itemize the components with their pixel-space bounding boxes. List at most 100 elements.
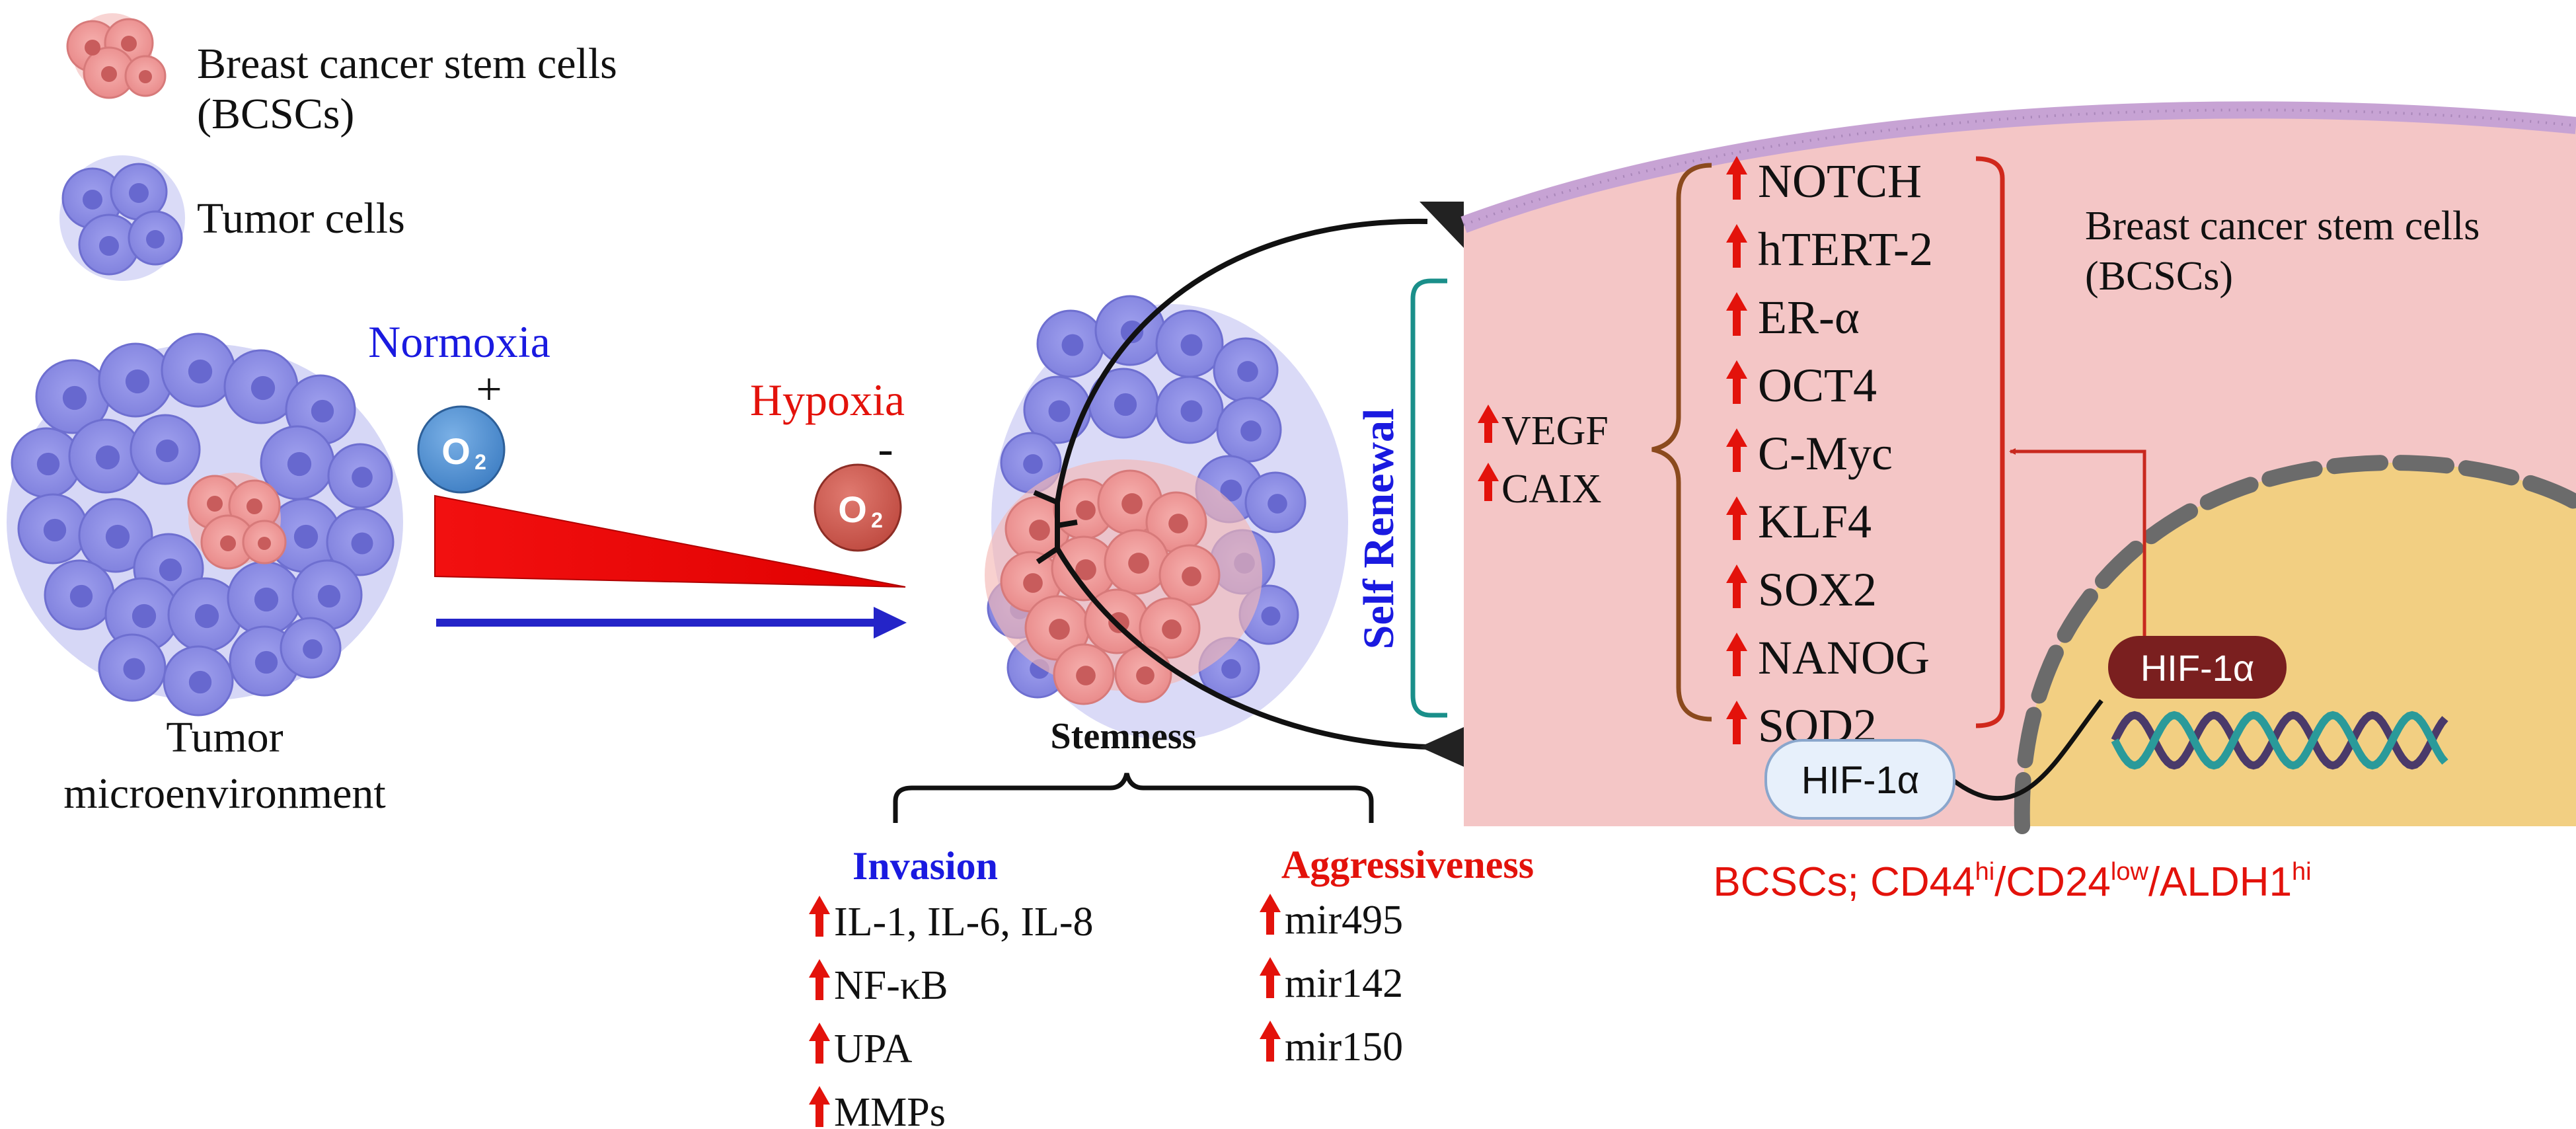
tumor-cell: [161, 332, 236, 408]
connector-head-bottom: [1420, 727, 1464, 767]
tumor-microenvironment-cluster: [7, 332, 403, 717]
up-arrow-icon: [1726, 701, 1747, 744]
stem-cell: [1104, 529, 1170, 595]
target-genes-brace: [1651, 163, 1712, 722]
aggressiveness-item: mir142: [1260, 957, 1403, 1006]
up-arrow-icon: [809, 959, 830, 1000]
legend-bcsc-abbrev: (BCSCs): [197, 90, 354, 138]
hif1a-nucleus-pill: HIF-1α: [2108, 636, 2287, 699]
tumor-cell: [1023, 375, 1092, 444]
tumor-cell: [1216, 397, 1282, 463]
up-arrow-icon: [1260, 894, 1281, 935]
gene-item: ER-α: [1726, 291, 1860, 344]
svg-text:C-Myc: C-Myc: [1758, 427, 1893, 480]
tumor-cell: [35, 359, 110, 434]
tumor-cell-cluster-icon: [59, 155, 185, 281]
svg-text:O: O: [441, 430, 471, 472]
o2-hypoxia-icon: O 2: [814, 463, 902, 552]
legend: Breast cancer stem cells (BCSCs) Tumor c…: [59, 13, 617, 281]
up-arrow-icon: [1726, 428, 1747, 472]
svg-text:NF-κB: NF-κB: [834, 963, 948, 1008]
svg-text:mir150: mir150: [1285, 1025, 1403, 1070]
stem-cell: [1158, 544, 1221, 606]
tumor-cell: [68, 418, 143, 494]
tumor-cell: [44, 559, 115, 631]
svg-text:UPA: UPA: [834, 1027, 913, 1071]
svg-text:HIF-1α: HIF-1α: [1801, 759, 1920, 802]
progression-arrow: [436, 607, 907, 639]
stem-cell: [1024, 595, 1090, 661]
tumor-cell: [78, 498, 153, 573]
gene-item: hTERT-2: [1726, 223, 1933, 276]
self-renewal-bracket: [1410, 278, 1447, 718]
hif-activation-arrow: [2009, 448, 2146, 641]
normoxia-plus-sign: +: [476, 364, 502, 415]
tumor-cell: [1155, 375, 1224, 444]
svg-text:NOTCH: NOTCH: [1758, 155, 1922, 208]
tumor-cell: [98, 633, 167, 702]
up-arrow-icon: [1726, 360, 1747, 404]
tumor-cell: [163, 645, 234, 717]
tumor-cell: [130, 414, 201, 485]
svg-text:mir495: mir495: [1285, 898, 1403, 943]
bcsc-markers-label: BCSCs; CD44hi/CD24low/ALDH1hi: [1713, 858, 2311, 905]
stem-cell: [1051, 535, 1117, 602]
tumor-cell: [280, 617, 342, 679]
hypoxia-label: Hypoxia: [750, 375, 905, 425]
up-arrow-icon: [809, 896, 830, 937]
up-arrow-icon: [1478, 463, 1499, 501]
invasion-item: NF-κB: [809, 959, 948, 1008]
svg-text:O: O: [838, 488, 867, 530]
oxygen-gradient-wedge: [434, 494, 906, 588]
gene-item: OCT4: [1726, 359, 1877, 412]
svg-text:NANOG: NANOG: [1758, 631, 1930, 684]
tumor-cell: [1036, 309, 1105, 378]
normoxia-label: Normoxia: [368, 317, 550, 367]
svg-text:HIF-1α: HIF-1α: [2140, 647, 2254, 689]
invasion-list: IL-1, IL-6, IL-8NF-κB UPA MMPs: [809, 896, 1094, 1129]
svg-text:MMPs: MMPs: [834, 1090, 946, 1129]
stemness-brace: [893, 773, 1374, 823]
cell-title-line2: (BCSCs): [2085, 254, 2233, 299]
svg-text:OCT4: OCT4: [1758, 359, 1877, 412]
up-arrow-icon: [1726, 156, 1747, 200]
tumor-cell: [1155, 309, 1224, 378]
hif1a-cytoplasm-pill: HIF-1α: [1764, 739, 1955, 820]
target-genes-list: NOTCHhTERT-2ER-αOCT4C-MycKLF4SOX2NANOGSO…: [1726, 155, 1933, 752]
gene-item: SOX2: [1726, 563, 1877, 616]
svg-text:CAIX: CAIX: [1501, 467, 1602, 512]
svg-text:2: 2: [474, 450, 486, 474]
aggressiveness-title: Aggressiveness: [1281, 843, 1534, 886]
aggressiveness-item: mir150: [1260, 1021, 1403, 1070]
invasion-title: Invasion: [852, 844, 998, 888]
aggressiveness-list: mir495 mir142 mir150: [1260, 894, 1403, 1070]
gene-item: C-Myc: [1726, 427, 1893, 480]
cell-title-line1: Breast cancer stem cells: [2085, 204, 2480, 249]
stem-cell: [1114, 645, 1172, 703]
svg-text:ER-α: ER-α: [1758, 291, 1860, 344]
aggressiveness-item: mir495: [1260, 894, 1403, 943]
tumor-cell: [1244, 471, 1307, 533]
invasion-item: UPA: [809, 1023, 913, 1071]
o2-normoxia-icon: O 2: [417, 405, 506, 494]
stemness-connector: [1033, 218, 1428, 750]
legend-bcsc-label: Breast cancer stem cells: [197, 40, 617, 88]
stem-cell: [1145, 491, 1207, 553]
tumor-cell: [227, 561, 302, 636]
tumor-cell: [326, 508, 395, 576]
hif1a-translocation-line: [1951, 699, 2103, 801]
hypoxia-minus-sign: -: [878, 424, 893, 475]
svg-text:mir142: mir142: [1285, 961, 1403, 1006]
invasion-item: MMPs: [809, 1086, 946, 1129]
tumor-cell: [327, 443, 393, 509]
up-arrow-icon: [809, 1086, 830, 1127]
stemness-label: Stemness: [1051, 716, 1197, 757]
legend-tumor-label: Tumor cells: [197, 194, 405, 243]
svg-text:KLF4: KLF4: [1758, 495, 1872, 548]
svg-text:IL-1, IL-6, IL-8: IL-1, IL-6, IL-8: [834, 900, 1094, 945]
stem-cells-core: [187, 473, 287, 570]
up-arrow-icon: [1260, 957, 1281, 998]
tumor-cell: [17, 493, 89, 564]
svg-text:VEGF: VEGF: [1501, 409, 1609, 453]
